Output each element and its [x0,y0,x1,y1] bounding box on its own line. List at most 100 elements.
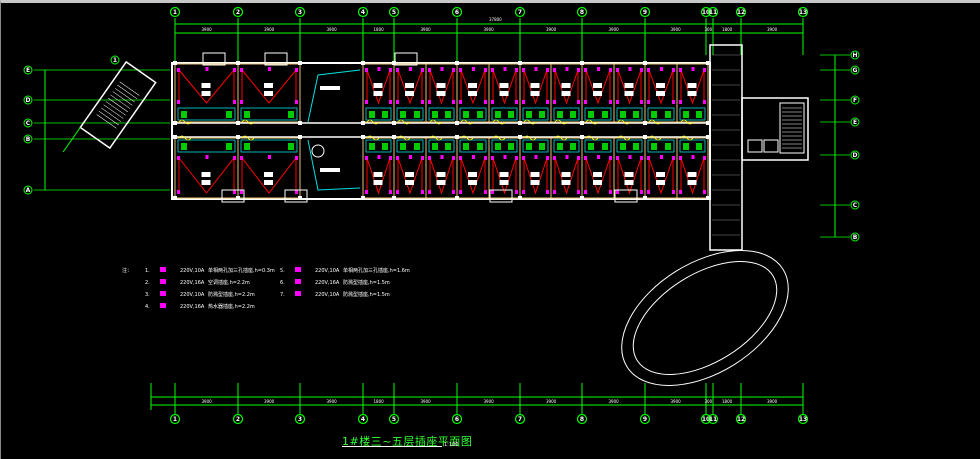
socket-icon [177,68,180,72]
toilet [463,143,469,150]
socket-icon [546,156,549,160]
dim-label: 3900 [421,27,432,32]
door-swing [617,135,631,141]
door-swing [585,135,599,141]
dim-label: 3900 [484,399,495,404]
bathroom [459,139,487,153]
axis-label: A [26,187,31,194]
socket-icon [691,67,695,71]
axis-bubble [294,6,306,18]
bridge [709,44,743,251]
column [236,135,240,139]
socket-icon [240,156,243,160]
socket-icon [597,155,600,159]
bathroom [396,107,424,121]
axis-bubble [850,50,860,60]
wiring [617,157,642,195]
legend-spec: 220V,16A [180,304,205,310]
room [581,63,615,125]
axis-bubble [232,6,244,18]
room-label [468,180,477,185]
door-swing [492,135,506,141]
socket-icon [503,67,507,71]
room-label [436,91,446,96]
socket-icon [577,190,580,194]
stair-tread [117,84,138,99]
socket-icon [609,156,612,160]
socket-icon [577,156,580,160]
axis-label: 11 [709,416,717,423]
door-swing [241,119,255,125]
column [173,61,177,65]
axis-label: E [26,67,30,74]
sink [382,111,388,118]
wiring [648,69,674,105]
sink [665,143,671,150]
toilet [620,111,626,118]
dim-label: 3900 [202,27,213,32]
socket-icon [522,68,525,72]
axis-label: C [853,202,858,209]
socket-icon [365,68,368,72]
stair-line [307,139,361,191]
door-swing [397,119,411,125]
stair-outline [79,60,157,150]
socket-icon [609,68,612,72]
socket-icon [428,100,431,104]
axis-label: 13 [799,9,807,16]
toilet [620,143,626,150]
room [456,63,490,125]
legend-desc: 单相两孔加三孔插座,h=0.3m [208,267,275,274]
axis-bubble [700,413,712,425]
axis-label: C [26,120,31,127]
sink [696,111,702,118]
sink [602,111,608,118]
column [518,61,522,65]
room-label [373,180,383,185]
running-track-inner [632,261,778,375]
room [519,135,552,199]
socket-icon [584,68,587,72]
socket-icon [365,100,368,104]
bathroom [679,107,706,121]
room-label [264,91,273,96]
column [580,121,584,125]
socket-icon [597,67,600,71]
socket-icon [377,155,381,159]
axis-bubble [850,95,860,105]
toilet [588,143,594,150]
title-underline [342,446,442,447]
axis-bubble [169,6,181,18]
toilet [683,111,689,118]
socket-icon [177,190,180,194]
socket-icon [452,68,455,72]
dim-label: 3900 [609,27,620,32]
door-swing [429,135,443,141]
stair-tread [101,107,122,122]
wiring [554,69,579,105]
axis-bubble [700,6,712,18]
stair-tread [98,111,119,126]
legend-spec: 220V,10A [180,292,205,298]
socket-icon [672,100,675,104]
axis-bubble [294,413,306,425]
legend-number: 2. [145,280,150,286]
room-label [530,172,540,177]
axis-bubble [576,6,588,18]
axis-label: H [852,52,857,59]
sink [382,143,388,150]
socket-icon [472,67,475,71]
wiring [554,157,579,195]
column [236,61,240,65]
column [392,196,396,200]
legend-spec: 220V,16A [180,280,205,286]
sink [602,143,608,150]
socket-icon [672,190,675,194]
axis-bubble [23,118,33,128]
socket-icon [703,156,706,160]
axis-label: B [853,234,858,241]
sink [633,111,639,118]
axis-bubble [23,65,33,75]
